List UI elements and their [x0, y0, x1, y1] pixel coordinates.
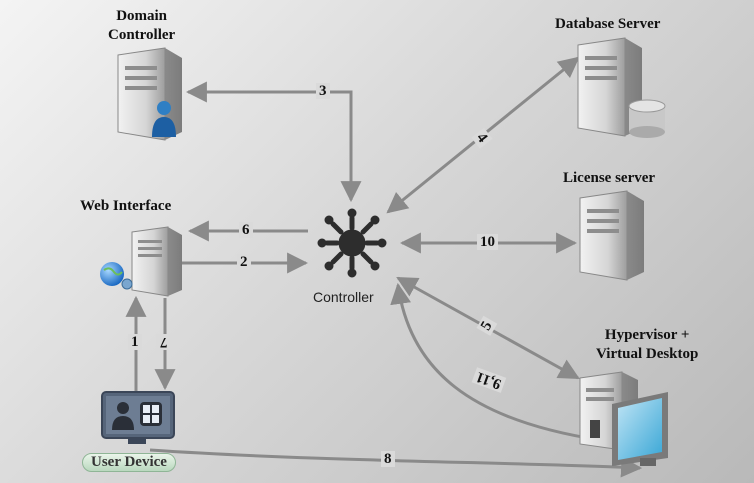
edge-label-1: 1 — [128, 334, 142, 350]
hypervisor-label: Hypervisor + Virtual Desktop — [596, 326, 698, 364]
arrow-3 — [185, 81, 362, 203]
edge-label-3: 3 — [316, 83, 330, 99]
edge-label-6: 6 — [239, 222, 253, 238]
domain-controller-label: Domain Controller — [108, 7, 175, 45]
database-server-icon — [577, 37, 666, 138]
domain-controller-label-text: Domain Controller — [108, 8, 176, 43]
hypervisor-server-icon — [579, 371, 668, 466]
edge-label-8: 8 — [381, 451, 395, 467]
user-device-icon — [101, 391, 175, 444]
web-interface-label: Web Interface — [80, 198, 172, 214]
license-server-icon — [579, 190, 644, 281]
controller-hub-icon — [317, 208, 387, 278]
controller-label: Controller — [313, 289, 374, 305]
arrow-9-11 — [390, 282, 601, 442]
arrow-8 — [149, 448, 643, 478]
user-device-label: User Device — [82, 453, 176, 472]
domain-controller-server-icon — [117, 47, 182, 141]
web-interface-server-icon — [100, 226, 182, 297]
edge-label-7: 7 — [157, 334, 171, 350]
hypervisor-label-text: Hypervisor + Virtual Desktop — [596, 327, 699, 362]
database-server-label: Database Server — [555, 16, 661, 32]
license-server-label: License server — [563, 170, 656, 186]
edge-label-10: 10 — [477, 234, 498, 250]
edge-label-2: 2 — [237, 254, 251, 270]
